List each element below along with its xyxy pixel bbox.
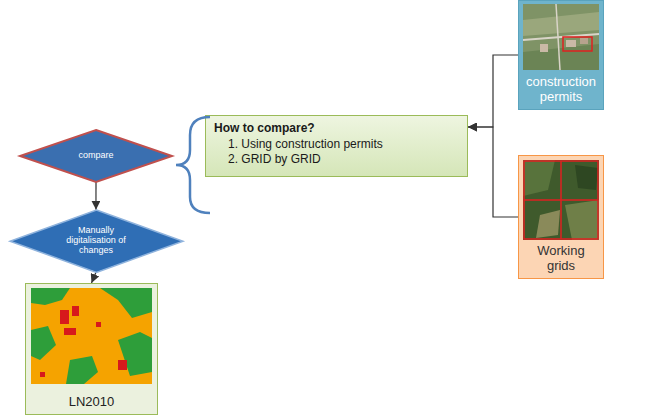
source-box: construction permits bbox=[518, 0, 604, 110]
field bbox=[523, 44, 599, 70]
decision-diamond: compare bbox=[20, 130, 172, 182]
result-box: LN2010 bbox=[25, 283, 158, 415]
grid-border bbox=[524, 161, 598, 239]
curly-bracket bbox=[176, 117, 210, 213]
photo-ground bbox=[523, 4, 599, 70]
connector-arrow bbox=[95, 182, 96, 210]
roof bbox=[566, 40, 576, 47]
box-heading: How to compare? bbox=[214, 121, 459, 137]
connector-arrow bbox=[468, 55, 518, 127]
connector-arrow bbox=[92, 272, 96, 283]
text-block: compare bbox=[61, 151, 131, 161]
photo-ground bbox=[523, 160, 599, 240]
grid-photo bbox=[523, 160, 599, 240]
node-label: compare bbox=[61, 151, 131, 161]
text-block: Manually digitalisation of changes bbox=[55, 226, 137, 256]
building bbox=[96, 322, 101, 327]
building bbox=[72, 306, 79, 316]
text-wrap: Manually digitalisation of changes bbox=[10, 210, 183, 272]
road bbox=[523, 34, 599, 40]
road bbox=[556, 4, 560, 70]
text-wrap: compare bbox=[20, 130, 172, 182]
roof bbox=[580, 38, 588, 44]
green-patch bbox=[31, 326, 56, 360]
field bbox=[523, 160, 555, 196]
list-item: 2. GRID by GRID bbox=[214, 152, 459, 168]
list-item: 1. Using construction permits bbox=[214, 137, 459, 153]
map-ground bbox=[31, 288, 152, 384]
field bbox=[536, 210, 560, 238]
roof bbox=[540, 44, 548, 52]
building bbox=[64, 328, 76, 335]
green-patch bbox=[100, 288, 152, 318]
connector-arrow bbox=[468, 127, 518, 217]
question-box: How to compare?1. Using construction per… bbox=[205, 115, 468, 177]
green-patch bbox=[31, 288, 70, 305]
permit-outline bbox=[563, 37, 592, 51]
process-diamond: Manually digitalisation of changes bbox=[10, 210, 183, 272]
building bbox=[40, 372, 45, 377]
land-use-map bbox=[31, 288, 152, 384]
forest bbox=[575, 165, 598, 190]
source-box: Working grids bbox=[518, 155, 604, 279]
node-label: Manually digitalisation of changes bbox=[55, 226, 137, 256]
node-label: LN2010 bbox=[69, 395, 115, 410]
building bbox=[60, 310, 69, 324]
field bbox=[523, 12, 599, 36]
node-label: Working grids bbox=[522, 244, 600, 274]
green-patch bbox=[118, 332, 152, 376]
diamond-shape bbox=[10, 210, 183, 272]
aerial-photo bbox=[523, 4, 599, 70]
diamond-shape bbox=[20, 130, 172, 182]
node-label: construction permits bbox=[522, 75, 600, 105]
building bbox=[118, 360, 127, 370]
field bbox=[565, 200, 599, 240]
grid-lines bbox=[524, 161, 598, 239]
green-patch bbox=[66, 356, 98, 384]
